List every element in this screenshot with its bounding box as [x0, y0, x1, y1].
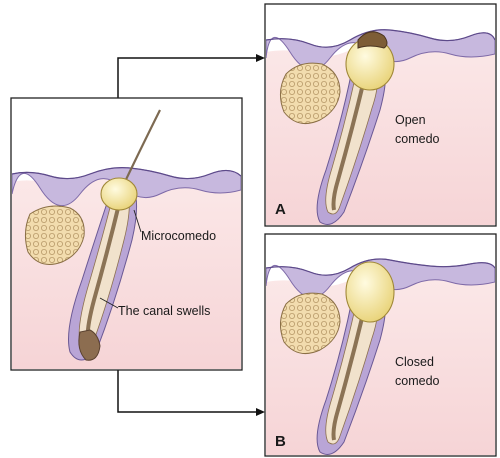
- panel-label-a: A: [275, 201, 286, 218]
- arrow-to-closed: [117, 370, 257, 413]
- sebaceous-gland: [24, 205, 85, 265]
- connector-arrows: [117, 54, 265, 416]
- panel-microcomedo: Microcomedo The canal swells: [10, 97, 243, 371]
- label-open-line2: comedo: [395, 132, 440, 146]
- arrowhead-open: [256, 54, 265, 62]
- label-open-line1: Open: [395, 113, 426, 127]
- microcomedo-plug: [100, 177, 138, 211]
- hair-bulb: [78, 329, 101, 361]
- arrow-to-open: [117, 57, 257, 98]
- label-closed-line1: Closed: [395, 355, 434, 369]
- panel-open-comedo: Open comedo A: [264, 3, 497, 227]
- panel-label-b: B: [275, 433, 286, 450]
- label-canal-swells: The canal swells: [118, 304, 210, 318]
- panel-closed-comedo: Closed comedo B: [264, 233, 497, 457]
- label-closed-line2: comedo: [395, 374, 440, 388]
- arrowhead-closed: [256, 408, 265, 416]
- label-microcomedo: Microcomedo: [141, 229, 216, 243]
